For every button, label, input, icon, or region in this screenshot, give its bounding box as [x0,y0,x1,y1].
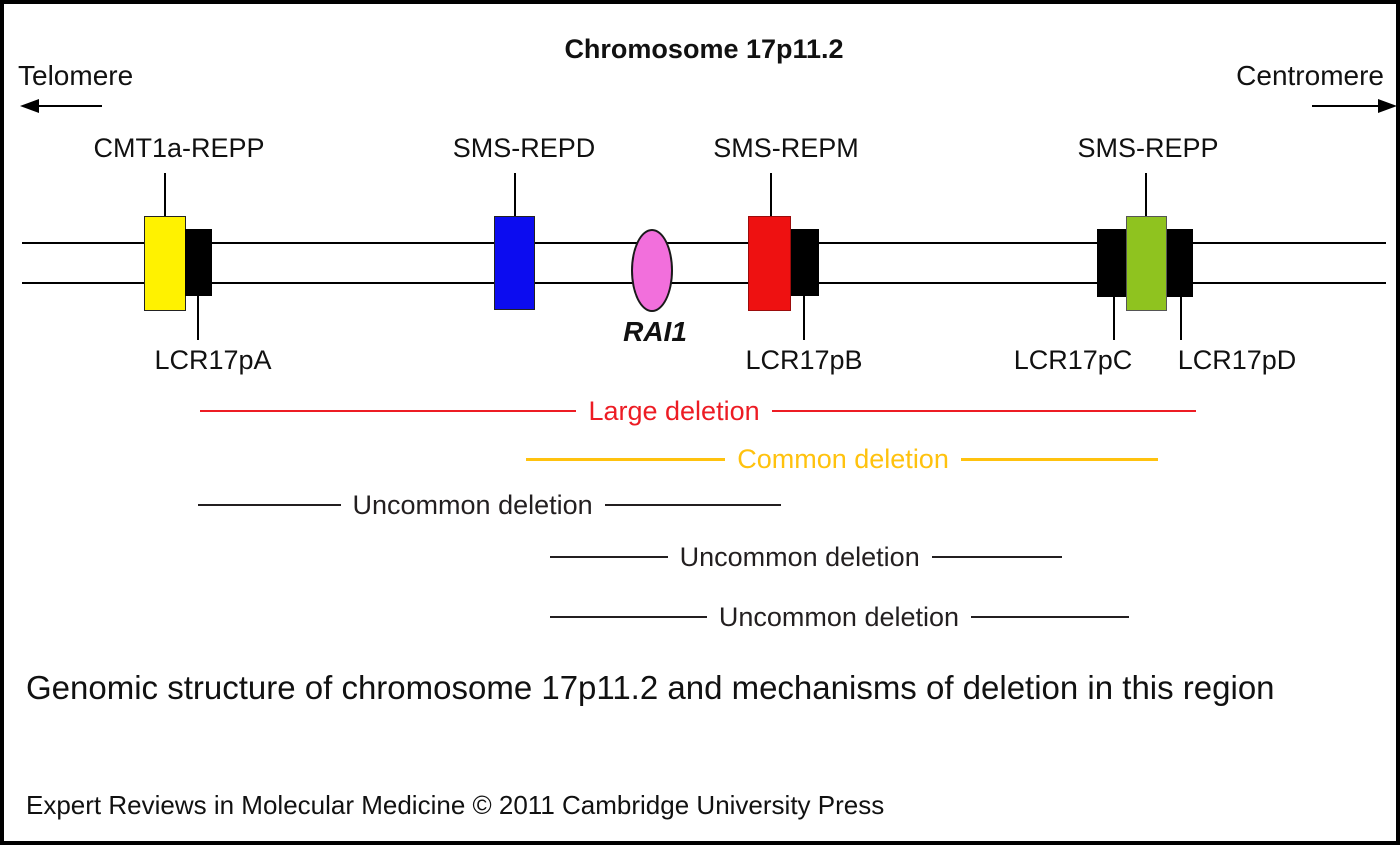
centromere-arrow [1312,105,1378,107]
uncommon-deletion-3-line-left [550,616,707,618]
uncommon-deletion-3-label: Uncommon deletion [718,601,960,632]
tick-sms-repd [514,173,516,217]
uncommon-deletion-1-label: Uncommon deletion [352,489,593,520]
cmt1a-repp-box [144,216,186,311]
centromere-arrowhead-icon [1378,99,1396,113]
tick-sms-repm [770,173,772,217]
label-sms-repp: SMS-REPP [1077,133,1219,163]
large-deletion-label: Large deletion [588,395,760,426]
tick-sms-repp [1145,173,1147,217]
sms-repd-box [494,216,535,310]
tick-lcr17pa [197,296,199,340]
lcr17pc-box [1097,229,1126,297]
common-deletion-line-left [526,457,726,461]
large-deletion-line-right [771,410,1196,412]
common-deletion-label: Common deletion [737,443,949,474]
uncommon-deletion-row-2: Uncommon deletion [550,541,1062,573]
large-deletion-line-left [200,410,577,412]
figure-title: Chromosome 17p11.2 [564,34,844,64]
label-rai1: RAI1 [623,316,687,347]
sms-repm-box [748,216,791,311]
label-lcr17pc: LCR17pC [1013,345,1133,375]
figure-caption: Genomic structure of chromosome 17p11.2 … [26,669,1275,706]
label-cmt1a-repp: CMT1a-REPP [93,133,265,163]
uncommon-deletion-1-line-left [198,504,341,506]
tick-lcr17pd [1180,296,1182,340]
telomere-arrow [36,105,102,107]
sms-repp-box [1126,216,1167,311]
lcr17pb-box [791,229,819,296]
tick-lcr17pc [1113,296,1115,340]
label-lcr17pd: LCR17pD [1177,345,1297,375]
label-sms-repd: SMS-REPD [452,133,596,163]
centromere-label: Centromere [1236,60,1384,91]
uncommon-deletion-2-line-right [931,556,1062,558]
tick-lcr17pb [803,296,805,340]
figure-credit: Expert Reviews in Molecular Medicine © 2… [26,790,885,820]
uncommon-deletion-row-3: Uncommon deletion [550,601,1129,633]
chromosome-line-top [22,242,1386,244]
lcr17pd-box [1167,229,1193,297]
chromosome-line-bottom [22,282,1386,284]
tick-cmt1a-repp [164,173,166,217]
uncommon-deletion-2-label: Uncommon deletion [679,541,920,572]
label-lcr17pb: LCR17pB [745,345,863,375]
telomere-label: Telomere [18,60,134,91]
label-sms-repm: SMS-REPM [713,133,859,163]
common-deletion-line-right [960,457,1158,461]
telomere-arrowhead-icon [20,99,39,113]
large-deletion-row: Large deletion [200,395,1196,427]
common-deletion-row: Common deletion [526,443,1158,475]
uncommon-deletion-1-line-right [604,504,781,506]
uncommon-deletion-3-line-right [971,616,1129,618]
uncommon-deletion-2-line-left [550,556,668,558]
uncommon-deletion-row-1: Uncommon deletion [198,489,781,521]
rai1-gene-ellipse [631,229,673,312]
label-lcr17pa: LCR17pA [154,345,272,375]
lcr17pa-box [185,229,212,296]
